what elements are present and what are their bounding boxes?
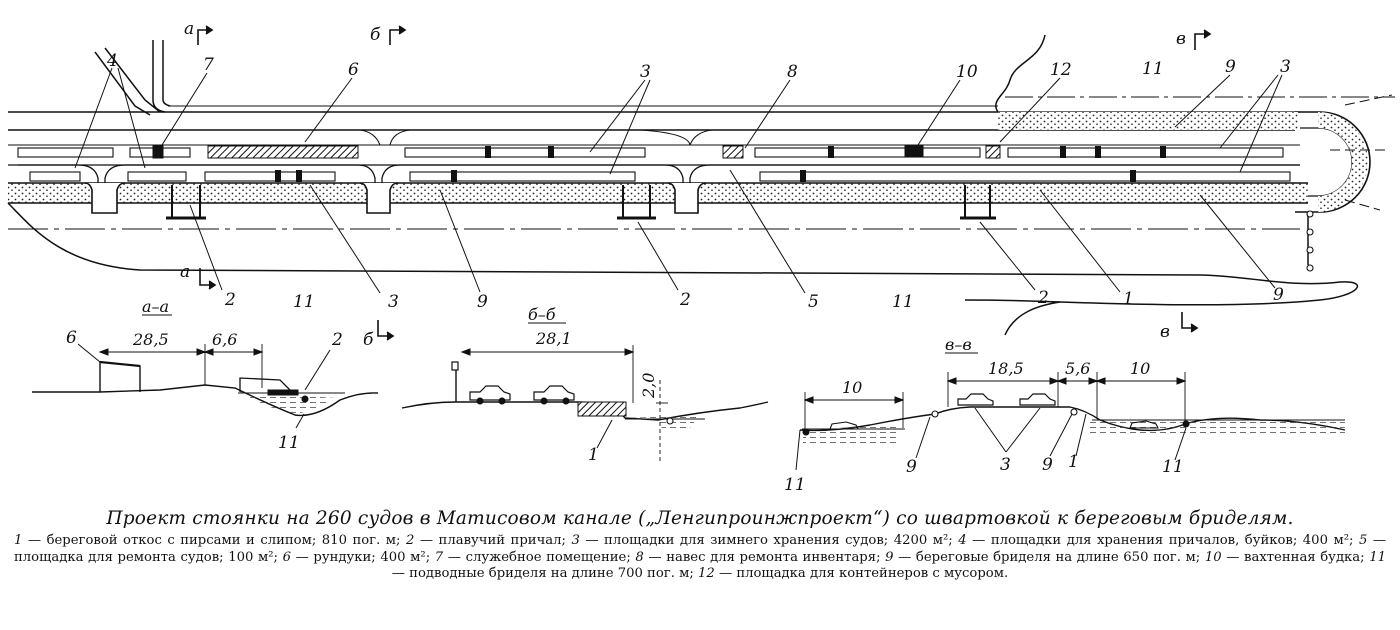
dim-28-1: 28,1 bbox=[535, 329, 572, 348]
legend-text: — служебное помещение; bbox=[443, 549, 636, 565]
callout-4: 4 bbox=[106, 51, 118, 71]
callout-10: 10 bbox=[956, 62, 978, 82]
section-aa-labels: а–а 28,5 6,6 6 2 11 bbox=[66, 297, 343, 453]
legend-item: 11 — подводные бриделя на длине 700 пог.… bbox=[392, 550, 1386, 582]
sec-vv-9-right: 9 bbox=[1042, 455, 1053, 475]
section-aa-title: а–а bbox=[142, 297, 169, 316]
legend-item: 6 — рундуки; 400 м²; bbox=[283, 550, 435, 565]
legend-number: 7 bbox=[434, 549, 444, 565]
sec-aa-2: 2 bbox=[331, 330, 343, 350]
legend-number: 8 bbox=[635, 549, 644, 565]
sec-vv-11-left: 11 bbox=[784, 475, 806, 495]
callout-2-b: 2 bbox=[679, 290, 691, 310]
mark-b-bottom: б bbox=[363, 330, 374, 350]
legend-item: 9 — береговые бриделя на длине 650 пог. … bbox=[885, 550, 1205, 565]
legend-text: — плавучий причал; bbox=[414, 533, 572, 548]
mark-b-top: б bbox=[370, 25, 381, 45]
sec-aa-6: 6 bbox=[66, 328, 77, 348]
legend-number: 1 bbox=[14, 533, 23, 548]
section-vv-labels: в–в 10 18,5 5,6 10 9 3 9 1 11 11 bbox=[784, 335, 1184, 495]
legend-item: 5 — площадка для ремонта судов; 100 м²; bbox=[14, 533, 1386, 565]
legend-number: 3 bbox=[571, 533, 580, 548]
plan-labels: а б в а б в 4 7 6 3 8 10 12 11 9 3 2 11 … bbox=[106, 19, 1291, 350]
section-bb bbox=[401, 322, 769, 462]
sec-vv-1: 1 bbox=[1068, 452, 1079, 472]
section-vv bbox=[795, 352, 1346, 471]
mark-v-bottom: в bbox=[1160, 322, 1170, 342]
callout-5: 5 bbox=[808, 292, 819, 312]
section-bb-title: б–б bbox=[528, 305, 556, 324]
legend-item: 3 — площадки для зимнего хранения судов;… bbox=[571, 533, 958, 548]
callout-3-bottom: 3 bbox=[388, 292, 399, 312]
plan-view bbox=[7, 25, 1395, 341]
legend-text: — подводные бриделя на длине 700 пог. м; bbox=[391, 566, 698, 581]
legend-item: 8 — навес для ремонта инвентаря; bbox=[635, 550, 885, 565]
callout-2-a: 2 bbox=[224, 290, 236, 310]
sec-vv-9-left: 9 bbox=[906, 457, 917, 477]
legend-text: — вахтенная будка; bbox=[1221, 549, 1370, 565]
drawing: а б в а б в 4 7 6 3 8 10 12 11 9 3 2 11 … bbox=[7, 19, 1395, 495]
legend-item: 2 — плавучий причал; bbox=[406, 533, 572, 548]
legend-number: 4 bbox=[958, 533, 967, 548]
dim-2-0: 2,0 bbox=[639, 373, 658, 399]
legend-text: — площадка для ремонта судов; 100 м²; bbox=[14, 533, 1387, 565]
sec-vv-3: 3 bbox=[1000, 455, 1011, 475]
mark-a-top: а bbox=[184, 19, 194, 39]
caption: Проект стоянки на 260 судов в Матисовом … bbox=[14, 508, 1386, 583]
legend-text: — площадки для зимнего хранения судов; 4… bbox=[579, 533, 959, 548]
callout-1: 1 bbox=[1123, 289, 1134, 309]
callout-7: 7 bbox=[203, 55, 214, 75]
section-vv-title: в–в bbox=[945, 335, 972, 354]
callout-6: 6 bbox=[348, 60, 359, 80]
dim-5-6: 5,6 bbox=[1065, 359, 1090, 378]
caption-title: Проект стоянки на 260 судов в Матисовом … bbox=[106, 508, 1294, 529]
legend-item: 4 — площадки для хранения причалов, буйк… bbox=[958, 533, 1359, 548]
callout-9-bottom: 9 bbox=[477, 292, 488, 312]
legend-item: 12 — площадка для контейнеров с мусором. bbox=[698, 566, 1008, 581]
legend-text: — береговой откос с пирсами и слипом; 81… bbox=[22, 533, 406, 548]
legend-item: 1 — береговой откос с пирсами и слипом; … bbox=[14, 533, 406, 548]
sec-vv-11-right: 11 bbox=[1162, 457, 1184, 477]
mark-a-bottom: а bbox=[180, 262, 190, 282]
legend-number: 11 bbox=[1369, 549, 1387, 565]
sec-bb-1: 1 bbox=[588, 445, 599, 465]
section-bb-labels: б–б 28,1 2,0 1 bbox=[528, 305, 658, 465]
callout-11-top: 11 bbox=[1142, 59, 1164, 79]
mark-v-top: в bbox=[1176, 29, 1186, 49]
dim-10-left: 10 bbox=[842, 378, 862, 397]
dim-10-right: 10 bbox=[1130, 359, 1150, 378]
legend-number: 9 bbox=[885, 549, 894, 565]
dim-18-5: 18,5 bbox=[988, 359, 1024, 378]
callout-12: 12 bbox=[1050, 60, 1072, 80]
legend-number: 10 bbox=[1204, 549, 1222, 565]
callout-9-top: 9 bbox=[1225, 57, 1236, 77]
legend-item: 10 — вахтенная будка; bbox=[1205, 550, 1369, 565]
callout-9-right: 9 bbox=[1273, 285, 1284, 305]
callout-3-top: 3 bbox=[640, 62, 651, 82]
legend-text: — рундуки; 400 м²; bbox=[290, 549, 435, 565]
legend-text: — площадка для контейнеров с мусором. bbox=[714, 566, 1009, 581]
dim-6-6: 6,6 bbox=[212, 330, 237, 349]
callout-11-a: 11 bbox=[293, 292, 315, 312]
callout-2-c: 2 bbox=[1037, 288, 1049, 308]
legend-number: 12 bbox=[697, 566, 715, 581]
callout-11-b: 11 bbox=[892, 292, 914, 312]
legend-number: 5 bbox=[1358, 533, 1368, 548]
callout-3-right: 3 bbox=[1280, 57, 1291, 77]
legend-text: — площадки для хранения причалов, буйков… bbox=[966, 533, 1359, 548]
legend-text: — навес для ремонта инвентаря; bbox=[643, 549, 886, 565]
caption-legend: 1 — береговой откос с пирсами и слипом; … bbox=[14, 533, 1386, 583]
legend-number: 2 bbox=[405, 533, 415, 548]
legend-number: 6 bbox=[282, 549, 291, 565]
sec-aa-11: 11 bbox=[278, 433, 300, 453]
section-aa bbox=[32, 314, 379, 429]
callout-8: 8 bbox=[787, 62, 798, 82]
legend-text: — береговые бриделя на длине 650 пог. м; bbox=[893, 549, 1205, 565]
legend-item: 7 — служебное помещение; bbox=[435, 550, 636, 565]
dim-28-5: 28,5 bbox=[132, 330, 169, 349]
